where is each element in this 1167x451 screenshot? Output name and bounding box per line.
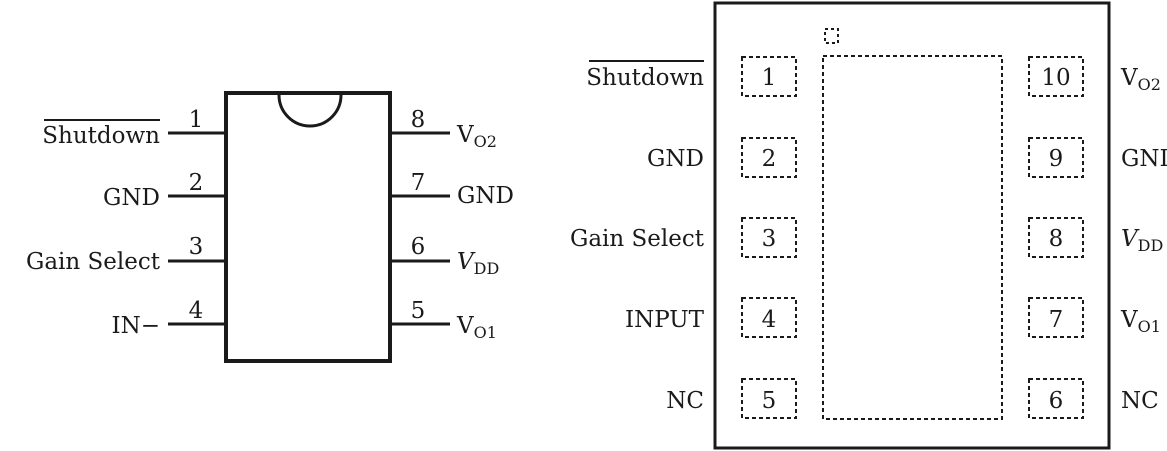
pin-label-vdd: VDD: [457, 249, 499, 278]
pin-number: 6: [1049, 388, 1064, 414]
pin-label-vo2: VO2: [1120, 65, 1161, 94]
pin-label-vo1: VO1: [456, 313, 497, 342]
pin-label-in-minus: IN−: [112, 313, 160, 339]
pin-label-input: INPUT: [625, 307, 705, 333]
pin-label-shutdown: Shutdown: [586, 65, 704, 91]
pin-label-nc: NC: [666, 388, 704, 414]
pin-label-gnd: GND: [103, 185, 160, 211]
pin-number: 8: [411, 107, 426, 133]
pin-label-gain-select: Gain Select: [26, 249, 161, 275]
pin-number: 4: [189, 298, 204, 324]
qfn-pin-7: 7 VO1: [1028, 297, 1161, 338]
soic-pin-4: 4 IN−: [112, 298, 226, 339]
pin-label-gnd: GND: [457, 183, 514, 209]
soic-pin-1: 1 Shutdown: [42, 107, 226, 149]
qfn-pin-4: 4 INPUT: [625, 297, 797, 338]
pin-number: 1: [189, 107, 204, 133]
soic-pin-6: 6 VDD: [390, 234, 499, 278]
qfn-pin1-indicator: [824, 28, 839, 44]
qfn-pin-9: 9 GND: [1028, 137, 1167, 178]
qfn-exposed-pad: [822, 55, 1003, 420]
pin-number: 7: [411, 170, 426, 196]
soic-notch: [277, 94, 343, 128]
pin-label-vo2: VO2: [456, 122, 497, 151]
qfn-package: 1 Shutdown 2 GND 3 Gain Select 4 INPUT 5…: [570, 1, 1167, 450]
qfn-pin-1: 1 Shutdown: [586, 56, 797, 97]
pin-number: 2: [189, 170, 204, 196]
pin-number: 5: [762, 388, 777, 414]
qfn-pin-10: 10 VO2: [1028, 56, 1161, 97]
qfn-body: [713, 1, 1111, 450]
qfn-pin-2: 2 GND: [647, 137, 797, 178]
pin-number: 9: [1049, 146, 1064, 172]
soic-pin-8: 8 VO2: [390, 107, 497, 151]
qfn-pin-8: 8 VDD: [1028, 217, 1163, 258]
pin-number: 2: [762, 146, 777, 172]
soic-pin-7: 7 GND: [390, 170, 514, 209]
qfn-pin-3: 3 Gain Select: [570, 217, 797, 258]
pin-label-nc: NC: [1121, 388, 1159, 414]
pin-label-vo1: VO1: [1120, 307, 1161, 336]
pin-number: 1: [762, 65, 777, 91]
soic-pin-2: 2 GND: [103, 170, 226, 211]
pin-number: 6: [411, 234, 426, 260]
soic-body: [224, 91, 392, 363]
soic-pin-5: 5 VO1: [390, 298, 497, 342]
pin-number: 4: [762, 307, 777, 333]
pin-number: 8: [1049, 226, 1064, 252]
qfn-pin-5: 5 NC: [666, 378, 797, 419]
soic-package: 1 Shutdown 2 GND 3 Gain Select 4 IN− 8 V…: [26, 91, 514, 363]
pin-number: 7: [1049, 307, 1064, 333]
pin-label-gnd: GND: [1121, 146, 1167, 172]
pin-number: 3: [762, 226, 777, 252]
soic-pin-3: 3 Gain Select: [26, 234, 226, 275]
pin-number: 3: [189, 234, 204, 260]
pin-number: 10: [1041, 65, 1070, 91]
pin-label-gain-select: Gain Select: [570, 226, 705, 252]
qfn-pin-6: 6 NC: [1028, 378, 1159, 419]
pin-label-vdd: VDD: [1121, 226, 1163, 255]
pin-label-gnd: GND: [647, 146, 704, 172]
pin-number: 5: [411, 298, 426, 324]
pin-label-shutdown: Shutdown: [42, 123, 160, 149]
